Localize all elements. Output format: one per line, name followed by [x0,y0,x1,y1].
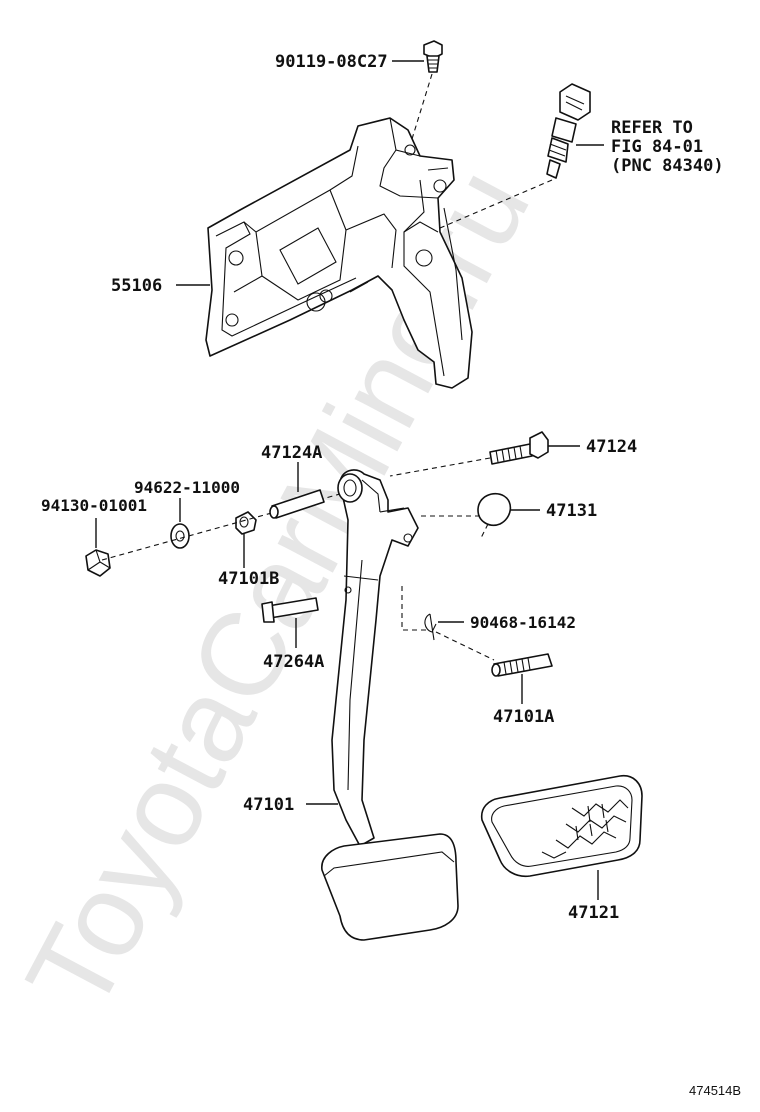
stop-lamp-switch[interactable] [546,83,591,179]
label-bolt-top: 90119-08C27 [275,52,388,72]
label-pedal: 47101 [243,795,294,815]
pedal-bracket-55106[interactable] [205,117,473,389]
label-bracket: 55106 [111,276,162,296]
label-refer-line3: (PNC 84340) [611,156,724,176]
label-clip: 90468-16142 [470,613,576,632]
label-bushing-b: 47101B [218,569,279,589]
label-nut: 94130-01001 [41,496,147,515]
label-pedal-pad: 47121 [568,903,619,923]
label-washer: 94622-11000 [134,478,240,497]
stopper-47131[interactable] [477,492,512,526]
pivot-bolt-47124[interactable] [489,431,549,465]
label-pivot-bolt: 47124 [586,437,637,457]
label-refer-line2: FIG 84-01 [611,137,703,157]
figure-code: 474514B [689,1083,741,1098]
label-collar: 47124A [261,443,322,463]
collar-47124A[interactable] [269,489,325,519]
bushing-47101B[interactable] [235,511,257,535]
label-refer-line1: REFER TO [611,118,693,138]
label-bushing-a: 47101A [493,707,554,727]
pin-47264A[interactable] [261,597,319,623]
bushing-47101A[interactable] [491,653,553,677]
label-stopper: 47131 [546,501,597,521]
washer-94622-11000[interactable] [170,523,190,549]
pedal-pad-47121[interactable] [480,774,643,878]
pedal-arm-47101[interactable] [321,469,459,941]
clip-90468-16142[interactable] [424,613,437,641]
bolt-90119-08C27[interactable] [423,40,443,73]
label-pin: 47264A [263,652,324,672]
nut-94130-01001[interactable] [85,549,111,577]
